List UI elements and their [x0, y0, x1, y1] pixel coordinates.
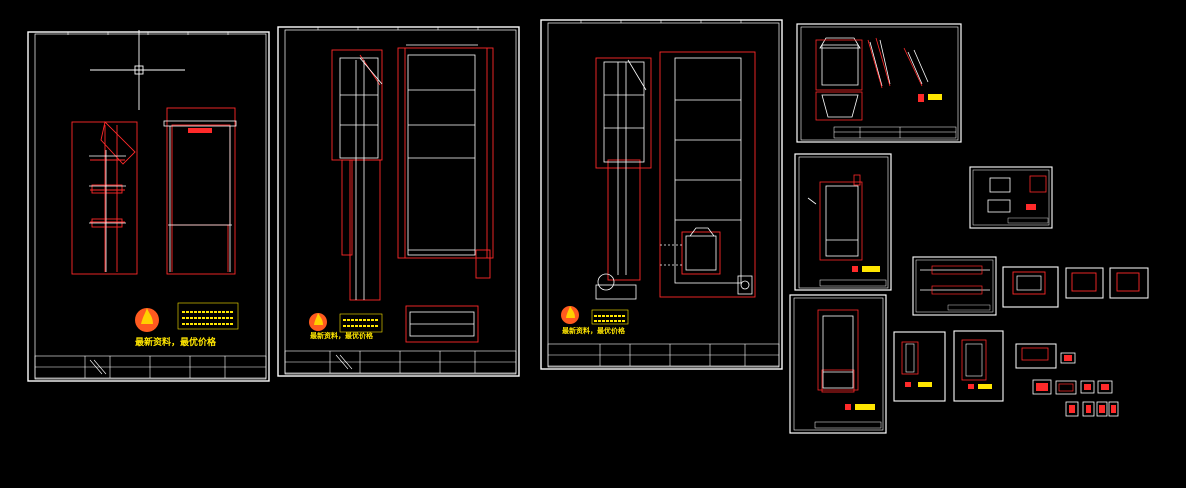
drawing-sheet-13 [953, 330, 1004, 402]
drawing-sheet-4 [796, 23, 962, 143]
plan-view-2 [405, 305, 479, 343]
drawing-sheet-10 [1065, 267, 1104, 299]
drawing-sheet-12 [893, 331, 946, 402]
flame-logo-icon [561, 306, 579, 324]
drawing-sheet-6 [789, 294, 887, 434]
side-view-2 [331, 49, 383, 301]
drawing-sheet-7 [969, 166, 1053, 229]
flame-logo-icon [135, 308, 159, 332]
front-view-2 [397, 47, 494, 279]
sheet-title-text: 最新资料，最优价格 [135, 336, 217, 348]
side-view-3 [595, 57, 652, 281]
title-block [284, 350, 517, 374]
sheet-title-text: 最新资料，最优价格 [562, 326, 626, 335]
side-elevation-view [71, 121, 138, 275]
front-view-3 [659, 51, 756, 298]
drawing-sheet-1: 最新资料，最优价格 [27, 30, 270, 382]
drawing-sheet-3: 最新资料，最优价格 [540, 19, 783, 370]
drawing-sheet-11 [1109, 267, 1149, 299]
title-block [547, 343, 780, 367]
drawing-sheet-15 [1060, 352, 1076, 364]
drawing-sheet-14 [1015, 343, 1057, 369]
title-block [34, 355, 267, 379]
drawing-sheet-16 [1032, 379, 1113, 395]
drawing-sheet-9 [1002, 266, 1059, 308]
sheet-title-text: 最新资料，最优价格 [310, 331, 374, 340]
drawing-sheet-17 [1065, 401, 1119, 417]
flame-logo-icon [309, 313, 327, 331]
drawing-sheet-2: 最新资料，最优价格 [277, 26, 520, 377]
drawing-sheet-5 [794, 153, 892, 291]
crosshair-cursor-icon [90, 30, 185, 110]
drawing-sheet-8 [912, 256, 997, 316]
